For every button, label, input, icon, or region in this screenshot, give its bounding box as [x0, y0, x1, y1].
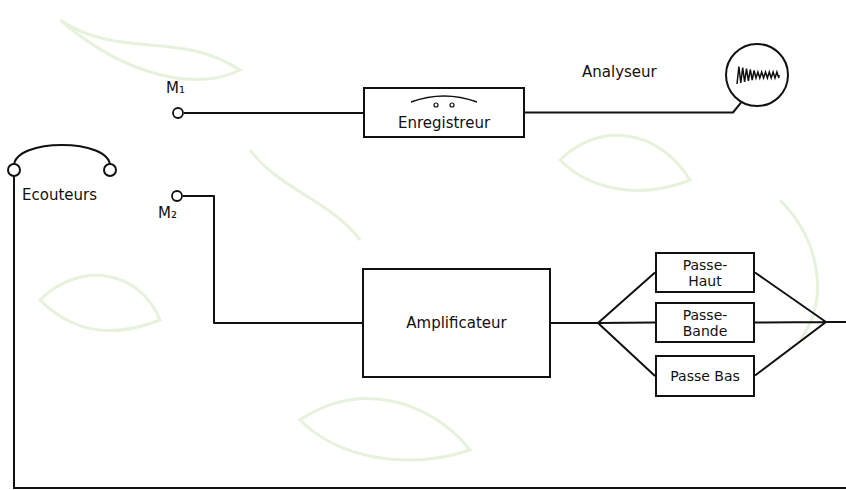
box-label: Passe- Haut — [670, 257, 740, 289]
analyser-circle: Analyseur — [725, 43, 789, 107]
node-label: M₂ — [158, 204, 177, 222]
box-label: Passe Bas — [670, 368, 740, 384]
signal-wire — [183, 196, 362, 323]
amplifier-box: Amplificateur — [362, 268, 551, 378]
headphone-wire — [14, 176, 846, 488]
signal-wire — [525, 103, 741, 113]
signal-wire — [184, 112, 363, 114]
box-label: Passe- Bande — [670, 307, 740, 339]
headphone-symbol — [6, 142, 118, 178]
box-label: Enregistreur — [398, 114, 490, 132]
node-label: M₁ — [166, 79, 185, 97]
leaf-watermark — [40, 20, 817, 460]
filter-merge-wire — [755, 273, 846, 376]
filter-box: Passe Bas — [655, 355, 755, 397]
microphone-terminal: M₁ — [172, 107, 184, 119]
terminal-circle — [172, 107, 184, 119]
filter-box: Passe- Bande — [655, 302, 755, 343]
box-label: Amplificateur — [406, 314, 506, 332]
headphones: Ecouteurs — [6, 142, 118, 178]
signal-wire — [551, 323, 655, 376]
node-label: Ecouteurs — [22, 186, 97, 204]
filter-box: Passe- Haut — [655, 252, 755, 293]
waveform-symbol — [737, 67, 779, 85]
analyser-outline — [725, 43, 789, 107]
microphone-terminal: M₂ — [171, 190, 183, 202]
recorder-box: Enregistreur — [363, 87, 525, 138]
wires — [14, 176, 846, 488]
terminal-circle — [171, 190, 183, 202]
signal-wire — [551, 273, 655, 324]
node-label: Analyseur — [582, 63, 657, 81]
